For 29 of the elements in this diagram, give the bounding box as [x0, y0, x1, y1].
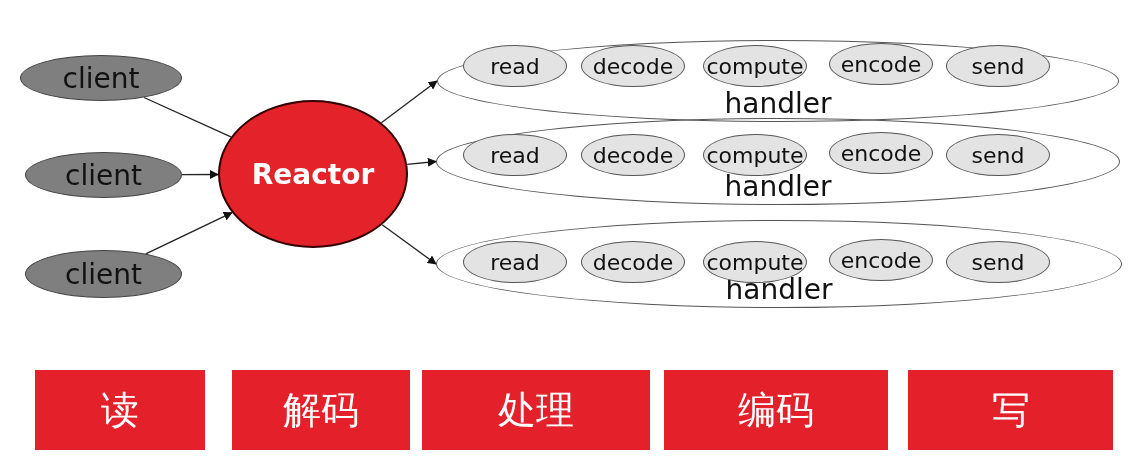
arrow	[381, 224, 437, 265]
client-ellipse: client	[25, 152, 182, 198]
reactor-circle: Reactor	[218, 100, 408, 248]
arrow	[406, 157, 437, 167]
step-ellipse: decode	[581, 241, 685, 283]
step-ellipse: send	[946, 134, 1050, 176]
step-ellipse: send	[946, 45, 1050, 87]
arrow	[181, 169, 219, 180]
client-ellipse: client	[20, 55, 182, 101]
step-ellipse: encode	[829, 43, 933, 85]
handler-label: handler	[723, 90, 833, 118]
step-ellipse: read	[463, 45, 567, 87]
arrow	[145, 212, 233, 255]
step-ellipse: send	[946, 241, 1050, 283]
stage-box: 处理	[422, 370, 650, 450]
client-ellipse: client	[25, 250, 182, 298]
step-ellipse: encode	[829, 132, 933, 174]
step-ellipse: compute	[703, 45, 807, 87]
step-ellipse: read	[463, 134, 567, 176]
handler-label: handler	[723, 173, 833, 201]
stage-box: 解码	[232, 370, 410, 450]
step-ellipse: decode	[581, 134, 685, 176]
arrow	[380, 80, 438, 124]
step-ellipse: read	[463, 241, 567, 283]
step-ellipse: decode	[581, 45, 685, 87]
stage-box: 读	[35, 370, 205, 450]
step-ellipse: encode	[829, 239, 933, 281]
stage-box: 编码	[664, 370, 888, 450]
stage-box: 写	[908, 370, 1113, 450]
